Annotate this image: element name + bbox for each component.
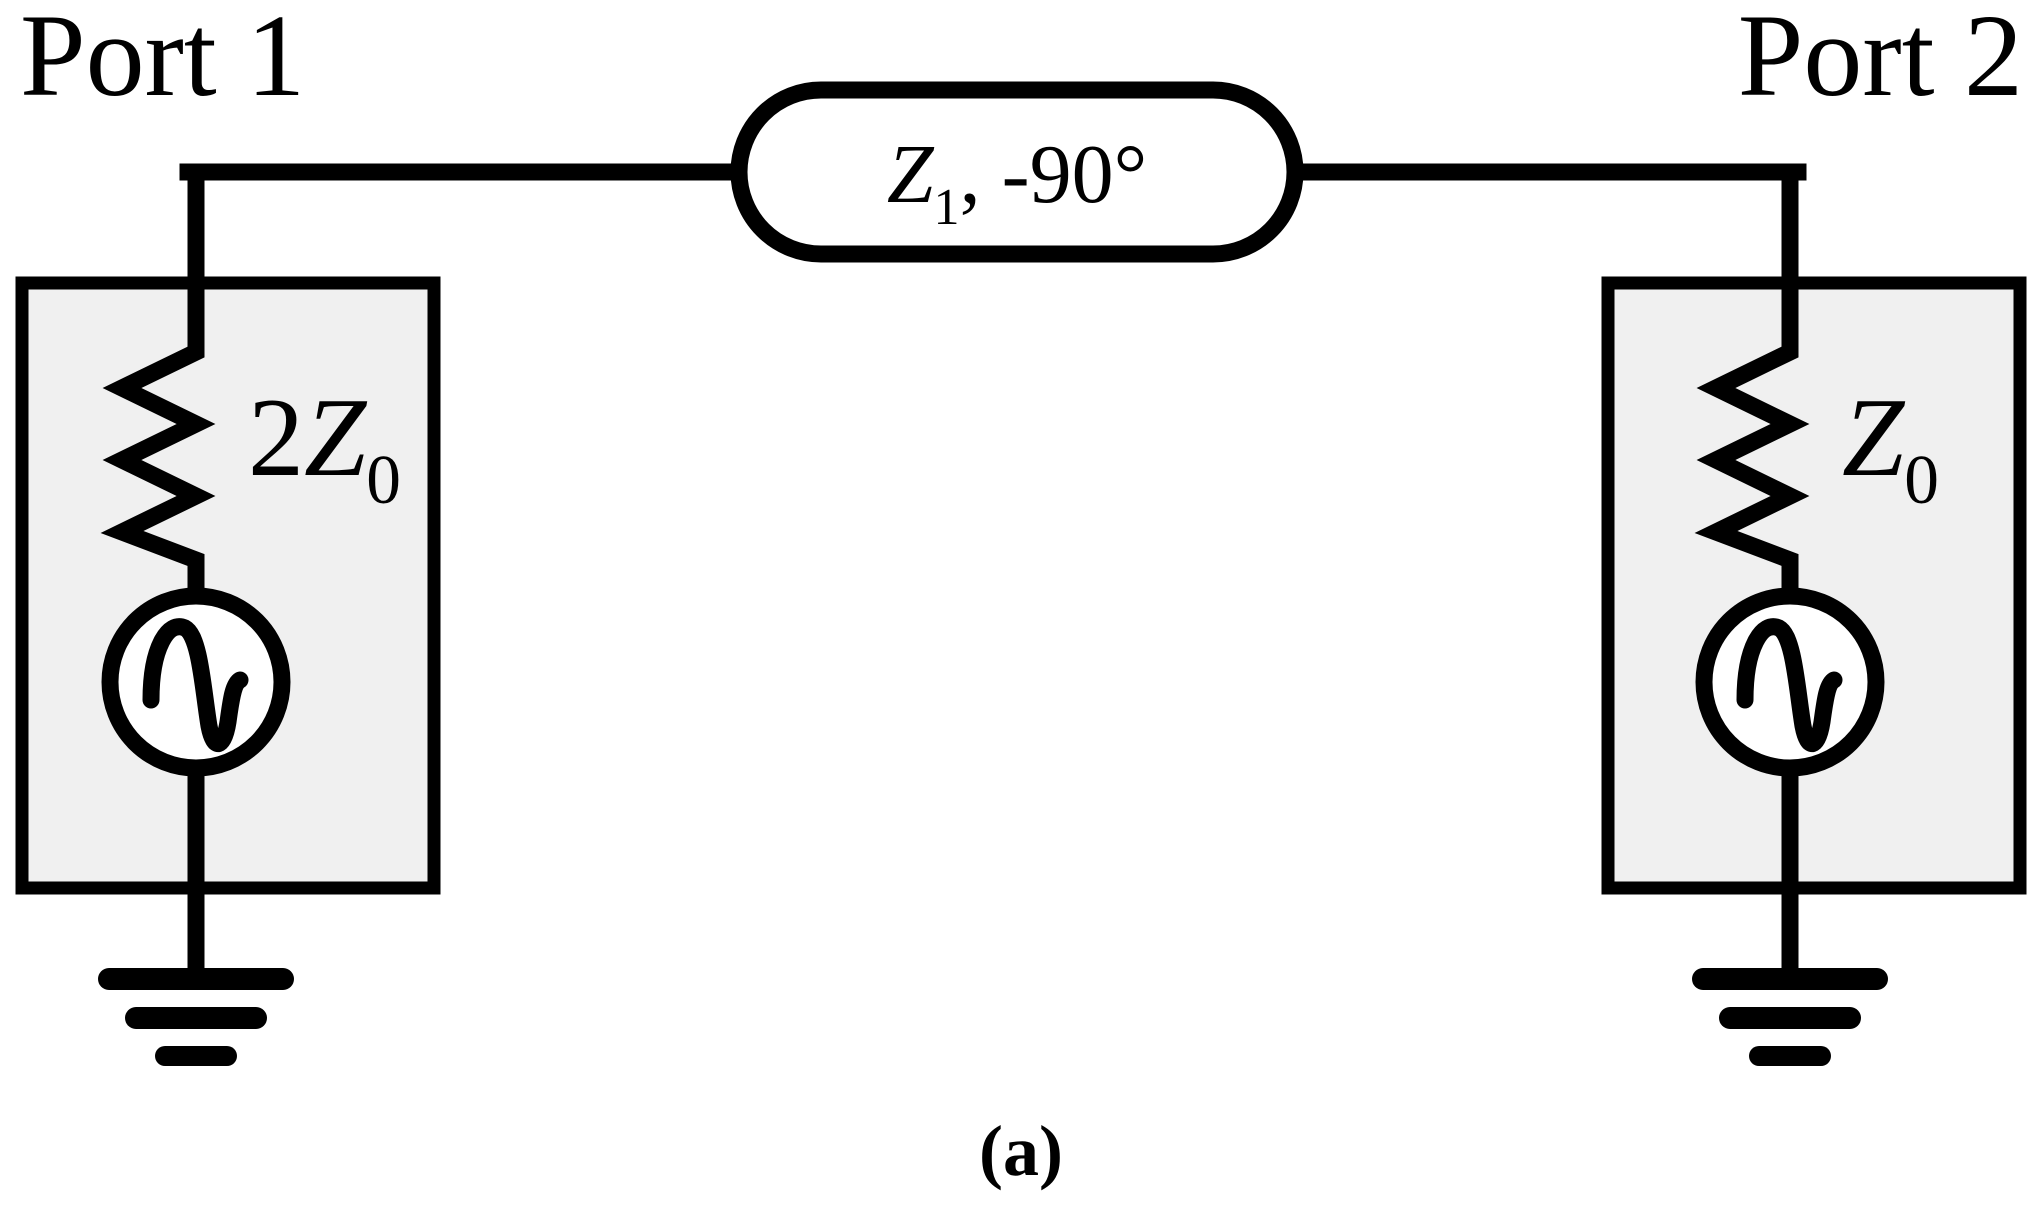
ground-symbol-right bbox=[1692, 968, 1888, 1066]
ground-right-bar-3 bbox=[1749, 1046, 1831, 1066]
source-network-box-right bbox=[1601, 276, 2027, 895]
tl-electrical-length: -90° bbox=[1002, 128, 1148, 221]
resistor-left-zigzag[interactable] bbox=[100, 344, 216, 585]
resistor-right-label: Z0 bbox=[1842, 376, 1939, 519]
tl-impedance-subscript: 1 bbox=[934, 179, 960, 236]
tl-separator: , bbox=[960, 128, 1002, 221]
ground-left-bar-3 bbox=[155, 1046, 237, 1066]
ground-right-bar-2 bbox=[1719, 1007, 1861, 1029]
resistor-right-impedance-subscript: 0 bbox=[1904, 442, 1939, 519]
ground-left-bar-1 bbox=[98, 968, 294, 990]
ground-symbol-left bbox=[98, 968, 294, 1066]
ac-source-left-sine-icon bbox=[142, 618, 249, 752]
ground-left-bar-2 bbox=[125, 1007, 267, 1029]
resistor-left-prefix: 2 bbox=[248, 376, 304, 500]
network-box-right-rect bbox=[1601, 276, 2027, 895]
tl-impedance-symbol: Z bbox=[887, 128, 935, 221]
port-1-label: Port 1 bbox=[20, 0, 305, 121]
source-network-box-left bbox=[15, 276, 441, 895]
transmission-line-body bbox=[730, 81, 1304, 263]
ground-right-bar-1 bbox=[1692, 968, 1888, 990]
transmission-line-label: Z1, -90° bbox=[887, 128, 1147, 236]
right-network-internals: Z0 bbox=[1692, 283, 1939, 1066]
transmission-line-element[interactable]: Z1, -90° bbox=[730, 81, 1304, 263]
ac-source-right-sine-icon bbox=[1736, 618, 1843, 752]
resistor-left-impedance-symbol: Z bbox=[304, 376, 368, 500]
resistor-left-label: 2Z0 bbox=[248, 376, 401, 519]
left-network-internals: 2Z0 bbox=[98, 283, 401, 1066]
resistor-left-impedance-subscript: 0 bbox=[366, 442, 401, 519]
figure-caption: (a) bbox=[979, 1111, 1063, 1191]
port-2-label: Port 2 bbox=[1738, 0, 2023, 121]
network-box-left-rect bbox=[15, 276, 441, 895]
resistor-right-impedance-symbol: Z bbox=[1842, 376, 1906, 500]
resistor-right-zigzag[interactable] bbox=[1694, 344, 1810, 585]
